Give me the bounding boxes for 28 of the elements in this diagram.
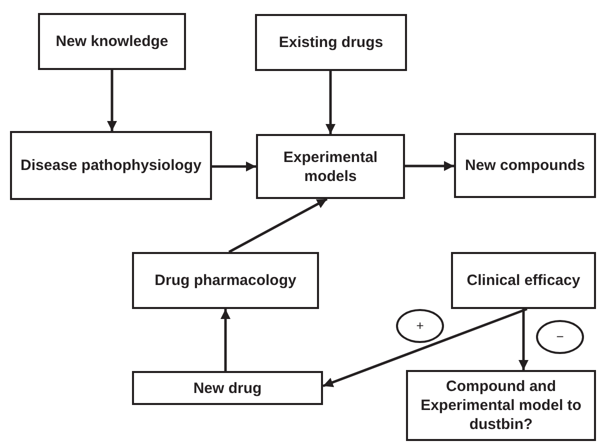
box-label: New knowledge (56, 32, 168, 51)
arrow (326, 71, 336, 134)
edge-label: − (536, 320, 584, 354)
process-box (406, 370, 596, 441)
box-label: Drug pharmacology (154, 271, 296, 290)
box-label: New compounds (464, 156, 585, 175)
process-box (132, 252, 319, 309)
process-box (454, 133, 596, 198)
box-label: Clinical efficacy (466, 271, 580, 290)
arrow (228, 198, 328, 254)
arrow (212, 162, 256, 172)
box-label: Disease pathophysiology (20, 156, 202, 175)
process-box (451, 252, 596, 309)
box-label: Existing drugs (278, 33, 384, 52)
process-box (10, 131, 212, 200)
process-box (255, 14, 407, 71)
process-box (38, 13, 186, 70)
arrow (107, 70, 117, 131)
box-label: Compound and Experimental model to dustbin? (420, 377, 582, 434)
process-box (132, 371, 323, 405)
arrow (220, 309, 230, 371)
box-label: New drug (193, 378, 262, 398)
arrow (322, 308, 528, 388)
process-box (256, 134, 405, 199)
arrow (405, 161, 454, 171)
edge-label: + (396, 309, 444, 343)
box-label: Experimental models (282, 148, 379, 186)
arrow (518, 309, 528, 370)
